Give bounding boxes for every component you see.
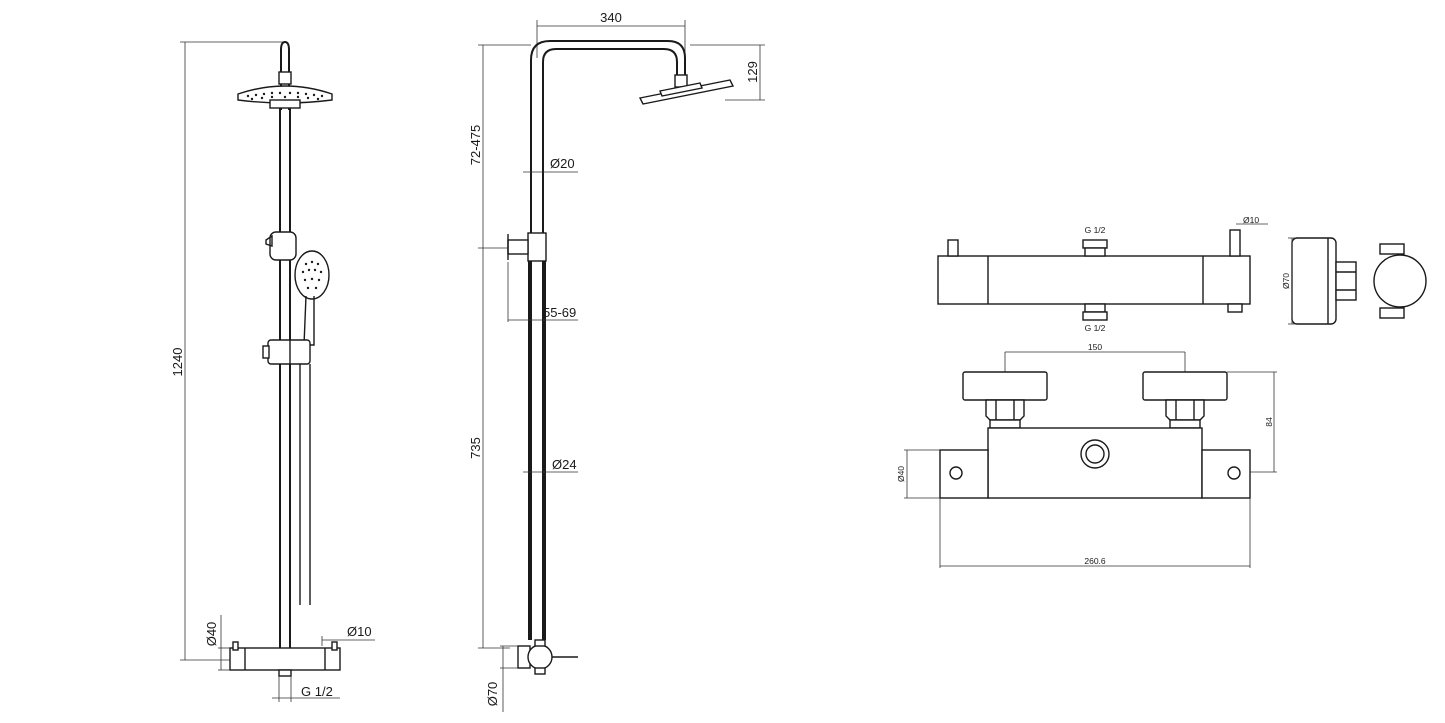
hand-shower (294, 250, 330, 300)
valve-side-knob (1373, 254, 1427, 308)
d10-label: Ø10 (347, 624, 372, 639)
g12-bottom-label: G 1/2 (1085, 323, 1106, 333)
d10-top-label: Ø10 (1243, 215, 1259, 225)
shower-head-nozzles (246, 91, 324, 101)
g12-top-label: G 1/2 (1085, 225, 1106, 235)
diverter-collar (269, 231, 297, 261)
length-label: 260.6 (1084, 556, 1106, 566)
d20-label: Ø20 (550, 156, 575, 171)
valve-top-body (937, 255, 1251, 305)
side-valve-body (527, 644, 553, 670)
valve-side-view: Ø70 (1281, 237, 1427, 325)
depth-label: 84 (1264, 417, 1274, 427)
d70-valve-label: Ø70 (1281, 273, 1291, 289)
front-valve-body (229, 647, 341, 671)
left-knob (962, 371, 1048, 401)
slide-range-label: 55-69 (543, 305, 576, 320)
valve-top-view: G 1/2 G 1/2 Ø10 (937, 215, 1268, 333)
d40-label: Ø40 (204, 622, 219, 647)
g12-label: G 1/2 (301, 684, 333, 699)
valve-front-view: 150 84 Ø40 260.6 (896, 342, 1277, 568)
front-view: 1240 (170, 40, 375, 702)
lower-length-label: 735 (468, 437, 483, 459)
height-label: 1240 (170, 348, 185, 377)
arm-length-label: 340 (600, 10, 622, 25)
centers-label: 150 (1088, 342, 1102, 352)
slider-bracket (267, 339, 311, 365)
valve-side-body (1291, 237, 1337, 325)
adjust-range-label: 72-475 (468, 125, 483, 165)
d70-side-label: Ø70 (485, 682, 500, 707)
d40-front-label: Ø40 (896, 466, 906, 482)
head-drop-label: 129 (745, 61, 760, 83)
right-knob (1142, 371, 1228, 401)
d24-label: Ø24 (552, 457, 577, 472)
side-view: 340 129 72-475 735 Ø20 55-69 (468, 10, 765, 712)
